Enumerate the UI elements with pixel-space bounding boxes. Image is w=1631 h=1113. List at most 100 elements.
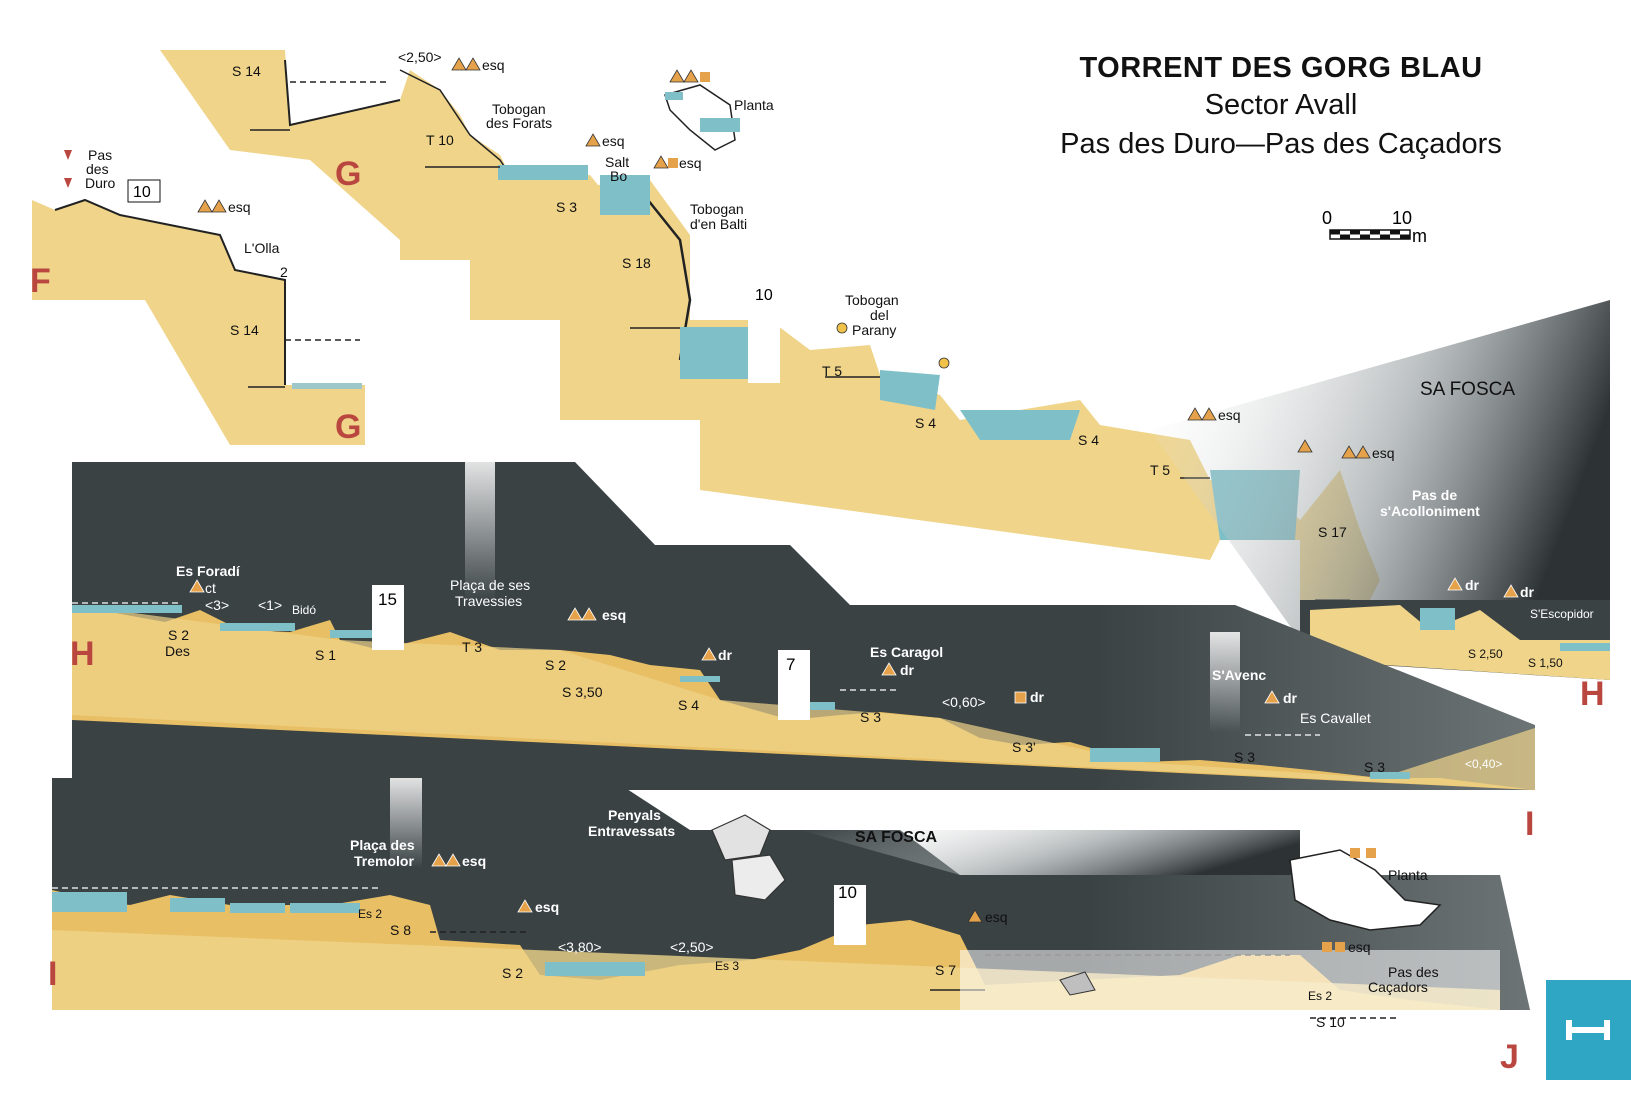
label-250-top: <2,50> [398, 49, 442, 65]
chapter-numeral-icon [1566, 1020, 1610, 1040]
label-esq-i1: esq [462, 853, 486, 869]
label-sa-fosca-top: SA FOSCA [1420, 379, 1515, 400]
bolt-square-icon [1366, 848, 1376, 858]
anchor-triangle-icon [431, 853, 447, 867]
anchor-triangle-icon [1297, 439, 1313, 453]
label-dr-h2: dr [900, 662, 915, 678]
anchor-triangle-icon [967, 909, 983, 923]
anchor-markers [189, 57, 1519, 952]
label-placa-travessies-1: Plaça de ses [450, 577, 530, 593]
anchor-triangle-icon [1447, 577, 1463, 591]
bolt-square-icon [1335, 942, 1345, 952]
label-width-7: 7 [786, 655, 795, 674]
label-depth-2: 2 [280, 264, 288, 280]
label-s14-f: S 14 [230, 322, 259, 338]
label-esq-i3: esq [985, 909, 1008, 925]
label-s3-g: S 3 [556, 199, 577, 215]
scale-start: 0 [1322, 208, 1332, 228]
anchor-triangle-icon [653, 155, 669, 169]
section-h-label-right: H [1580, 675, 1605, 713]
label-dr-right-2: dr [1520, 584, 1535, 600]
label-tobogan-parany-3: Parany [852, 322, 896, 338]
anchor-triangle-icon [517, 899, 533, 913]
label-dr-h4: dr [1283, 690, 1298, 706]
label-tobogan-forats-1: Tobogan [492, 101, 546, 117]
scale-bar: 0 10 m [1322, 208, 1427, 246]
title-main: TORRENT DES GORG BLAU [1079, 52, 1483, 84]
section-i-label-left: I [48, 955, 57, 993]
anchor-triangle-icon [197, 199, 213, 213]
anchor-triangle-icon [683, 69, 699, 83]
bolt-square-icon [1350, 848, 1360, 858]
label-penyals-2: Entravessats [588, 823, 675, 839]
label-s7: S 7 [935, 962, 956, 978]
planta-sketch-top [664, 84, 740, 151]
label-s3-h2: S 3 [1234, 749, 1255, 765]
label-esq-g2: esq [602, 133, 625, 149]
anchor-triangle-icon [567, 607, 583, 621]
label-width-040: <0,40> [1465, 757, 1502, 771]
bolt-square-icon [668, 158, 678, 168]
label-tobogan-forats-2: des Forats [486, 115, 552, 131]
anchor-triangle-icon [1201, 407, 1217, 421]
marker-arrow-icon [64, 178, 72, 188]
label-width-10-g: 10 [755, 287, 773, 304]
label-t3: T 3 [462, 639, 482, 655]
ring-anchor-icon [836, 322, 848, 334]
label-s2-h2: S 2 [545, 657, 566, 673]
label-pas-acolloniment-1: Pas de [1412, 487, 1457, 503]
label-width-10-f: 10 [133, 184, 151, 201]
label-sa-fosca-bottom: SA FOSCA [855, 829, 938, 846]
label-esq-upper: esq [1218, 407, 1241, 423]
anchor-triangle-icon [465, 57, 481, 71]
section-f-label: F [30, 262, 51, 300]
anchor-triangle-icon [1503, 584, 1519, 598]
anchor-triangle-icon [585, 133, 601, 147]
label-pas-des-duro-2: des [86, 161, 109, 177]
profile-h [72, 462, 1535, 790]
profile-g-upper [160, 50, 1610, 660]
label-s3-h1: S 3 [860, 709, 881, 725]
label-width-3: <3> [205, 597, 229, 613]
label-pas-acolloniment-2: s'Acolloniment [1380, 503, 1480, 519]
label-t5-upper: T 5 [822, 363, 842, 379]
anchor-triangle-icon [1187, 407, 1203, 421]
anchor-triangle-icon [581, 607, 597, 621]
label-s17: S 17 [1318, 524, 1347, 540]
section-g-label-top: G [335, 155, 361, 193]
label-esq-g3: esq [679, 155, 702, 171]
label-ct: ct [205, 580, 216, 596]
bolt-square-icon [1014, 691, 1027, 704]
label-es3: Es 3 [715, 959, 739, 973]
label-esq-h: esq [602, 607, 626, 623]
anchor-triangle-icon [669, 69, 685, 83]
section-g-label-bottom: G [335, 408, 361, 446]
section-j-label: J [1500, 1038, 1519, 1076]
label-es-cavallet: Es Cavallet [1300, 710, 1371, 726]
anchor-triangle-icon [1264, 690, 1280, 704]
label-tobogan-balti-1: Tobogan [690, 201, 744, 217]
label-s2-h1: S 2 [168, 627, 189, 643]
label-placa-tremolor-1: Plaça des [350, 837, 415, 853]
label-tobogan-parany-2: del [870, 307, 889, 323]
label-pas-cacadors-1: Pas des [1388, 964, 1439, 980]
label-esq-fosca: esq [1372, 445, 1395, 461]
label-width-060: <0,60> [942, 694, 986, 710]
label-tobogan-balti-2: d'en Balti [690, 216, 747, 232]
label-placa-tremolor-2: Tremolor [354, 853, 414, 869]
profile-h-right [1300, 600, 1610, 680]
section-i-label-right: I [1525, 805, 1534, 843]
title-route: Pas des Duro—Pas des Caçadors [1060, 128, 1502, 160]
section-h-label-left: H [70, 635, 95, 673]
scale-unit: m [1412, 226, 1427, 246]
label-s250-right: S 2,50 [1468, 647, 1503, 661]
label-width-10-i: 10 [838, 883, 857, 902]
label-width-15: 15 [378, 590, 397, 609]
label-planta-bottom: Planta [1388, 867, 1428, 883]
title-sector: Sector Avall [1204, 89, 1358, 121]
label-salt-bo-2: Bo [610, 168, 627, 184]
label-esq-j: esq [1348, 939, 1371, 955]
anchor-triangle-icon [881, 662, 897, 676]
scale-end: 10 [1392, 208, 1412, 228]
